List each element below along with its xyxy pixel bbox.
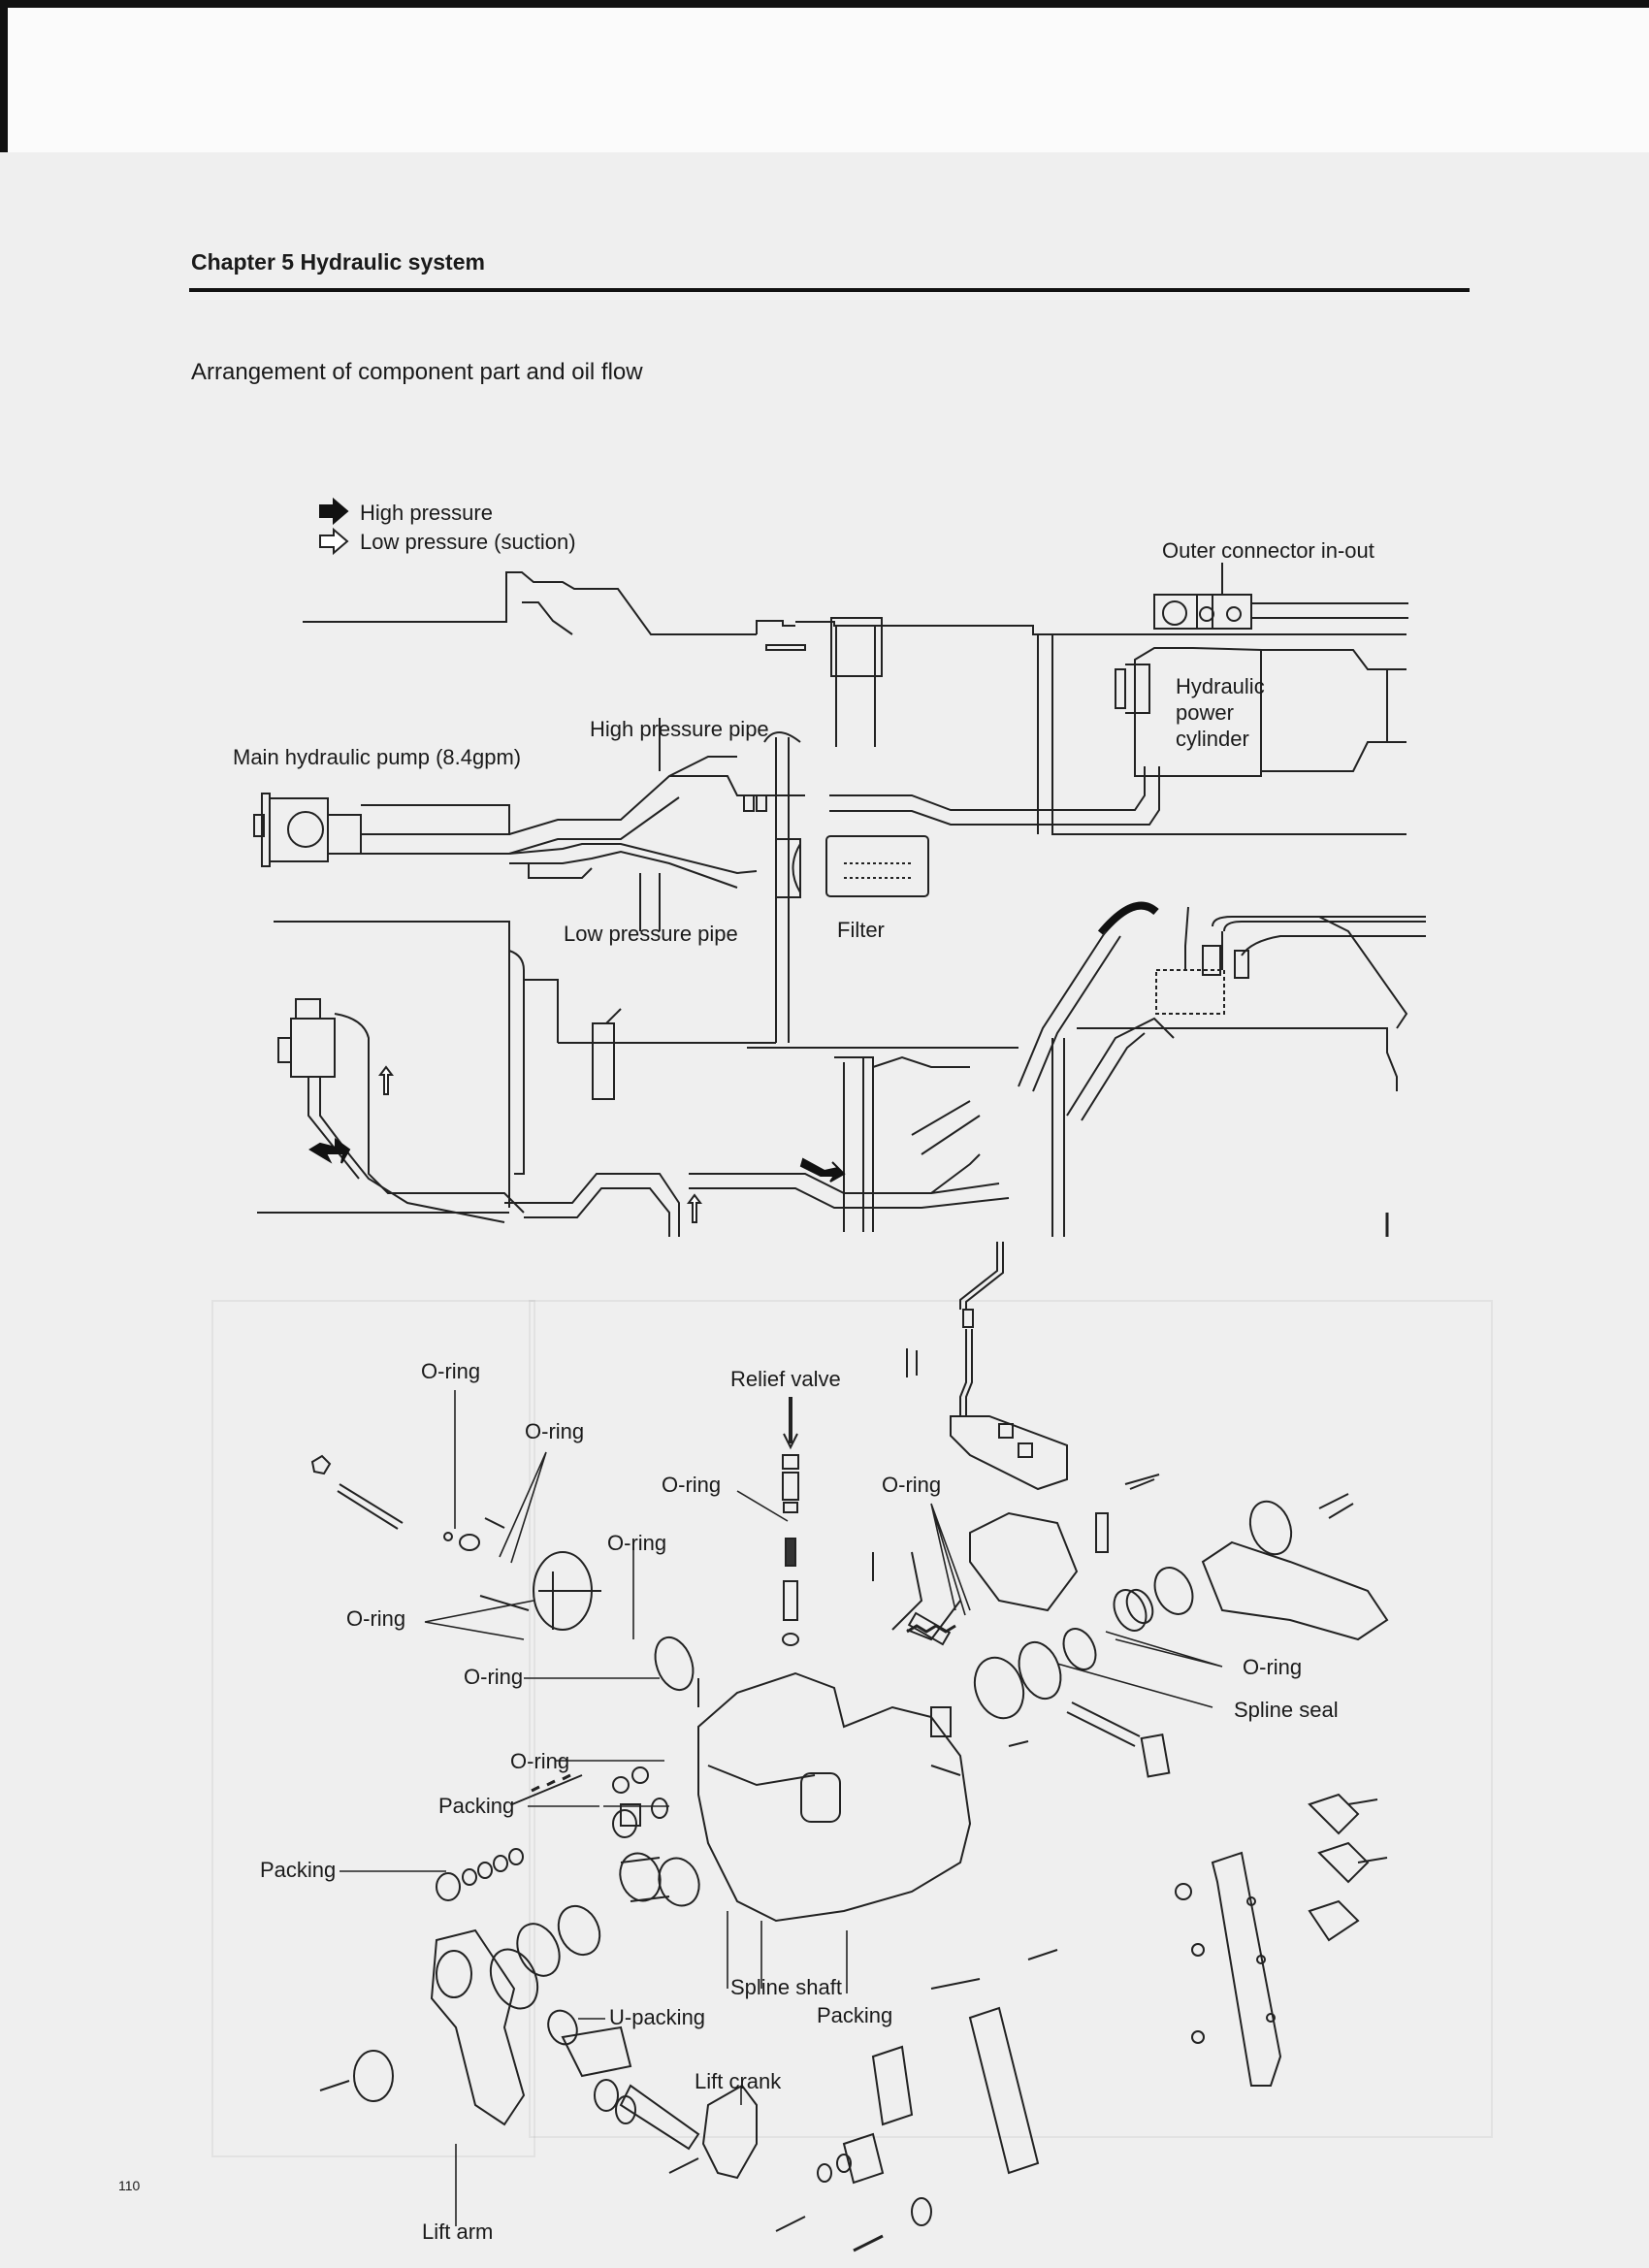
page-number: 110	[118, 2178, 141, 2193]
engine-block	[257, 921, 1018, 1232]
main-hydraulic-pump	[253, 793, 510, 867]
label-o-ring: O-ring	[464, 1665, 524, 1689]
label-main-pump: Main hydraulic pump (8.4gpm)	[233, 745, 522, 769]
scan-edge	[0, 0, 1649, 8]
label-o-ring: O-ring	[882, 1473, 942, 1497]
valve-block-top	[950, 1415, 1068, 1491]
label-o-ring: O-ring	[525, 1419, 585, 1443]
bleed-through-ghost-table	[529, 1300, 1493, 2138]
feed-pipe	[959, 1242, 1004, 1416]
auxiliary-pump	[277, 998, 525, 1223]
scan-top-margin	[0, 0, 1649, 152]
lower-linkage	[775, 1949, 1058, 2252]
label-o-ring: O-ring	[346, 1606, 406, 1631]
label-packing: Packing	[438, 1794, 515, 1818]
main-housing	[697, 1671, 972, 1923]
spline-shaft	[1066, 1701, 1171, 1778]
header-rule	[189, 288, 1470, 292]
scan-edge-left	[0, 0, 8, 152]
valve-assembly	[1018, 901, 1426, 1237]
high-pressure-flow-arrow	[799, 1157, 846, 1183]
lift-column	[830, 617, 883, 747]
chapter-title: Chapter 5 Hydraulic system	[191, 249, 485, 275]
low-pressure-flow-arrow	[378, 1065, 394, 1095]
lift-arm-right	[1201, 1493, 1389, 1641]
label-low-pressure-pipe: Low pressure pipe	[564, 922, 738, 946]
label-o-ring: O-ring	[510, 1749, 570, 1773]
legend-high-pressure: High pressure	[360, 501, 493, 525]
low-pressure-flow-arrow	[687, 1193, 702, 1223]
right-housing-parts	[891, 1474, 1160, 1646]
lift-arm-left	[319, 1928, 526, 2126]
legend-low-pressure: Low pressure (suction)	[360, 530, 576, 554]
high-pressure-pipe	[508, 718, 1160, 855]
outline-arrow-icon	[319, 527, 349, 556]
section-title: Arrangement of component part and oil fl…	[191, 359, 643, 385]
label-o-ring: O-ring	[1243, 1655, 1303, 1679]
small-bolts	[697, 1348, 1354, 1747]
label-lift-crank: Lift crank	[695, 2069, 782, 2093]
label-filter: Filter	[837, 918, 885, 942]
label-spline-shaft: Spline shaft	[730, 1975, 842, 1999]
filter	[763, 731, 929, 1043]
tractor-body-outline	[303, 571, 1406, 835]
hydraulic-power-cylinder	[1115, 647, 1406, 777]
label-o-ring: O-ring	[662, 1473, 722, 1497]
relief-valve-parts	[782, 1397, 799, 1646]
spring	[906, 1624, 956, 1634]
label-power-cylinder-line1: Hydraulic	[1176, 674, 1265, 698]
label-spline-seal: Spline seal	[1234, 1698, 1339, 1722]
page	[0, 152, 1649, 2268]
bleed-through-ghost-table	[211, 1300, 535, 2157]
filled-arrow-icon	[319, 497, 349, 526]
return-pipe	[504, 1100, 1010, 1237]
label-packing: Packing	[817, 2003, 893, 2027]
lift-crank	[619, 2084, 758, 2180]
label-outer-connector: Outer connector in-out	[1162, 538, 1374, 563]
leader-lines	[340, 1390, 1223, 2226]
low-pressure-pipe	[508, 843, 758, 931]
o-ring-large	[654, 1636, 695, 1692]
label-o-ring: O-ring	[607, 1531, 667, 1555]
label-power-cylinder-line2: power	[1176, 700, 1234, 725]
label-packing: Packing	[260, 1858, 337, 1882]
outer-connector	[1153, 563, 1408, 630]
left-piston-parts	[436, 1766, 668, 1901]
label-u-packing: U-packing	[609, 2005, 706, 2029]
label-high-pressure-pipe: High pressure pipe	[590, 717, 769, 741]
spline-seal-rings	[973, 1567, 1194, 1720]
label-power-cylinder-line3: cylinder	[1176, 727, 1249, 751]
cylinder-sleeves	[489, 1852, 700, 2124]
right-lever-plate	[1175, 1793, 1388, 2087]
label-lift-arm: Lift arm	[422, 2219, 494, 2244]
label-relief-valve: Relief valve	[730, 1367, 841, 1391]
label-o-ring: O-ring	[421, 1359, 481, 1383]
high-pressure-flow-arrow	[308, 1138, 351, 1164]
left-cover-assembly	[310, 1454, 601, 1631]
